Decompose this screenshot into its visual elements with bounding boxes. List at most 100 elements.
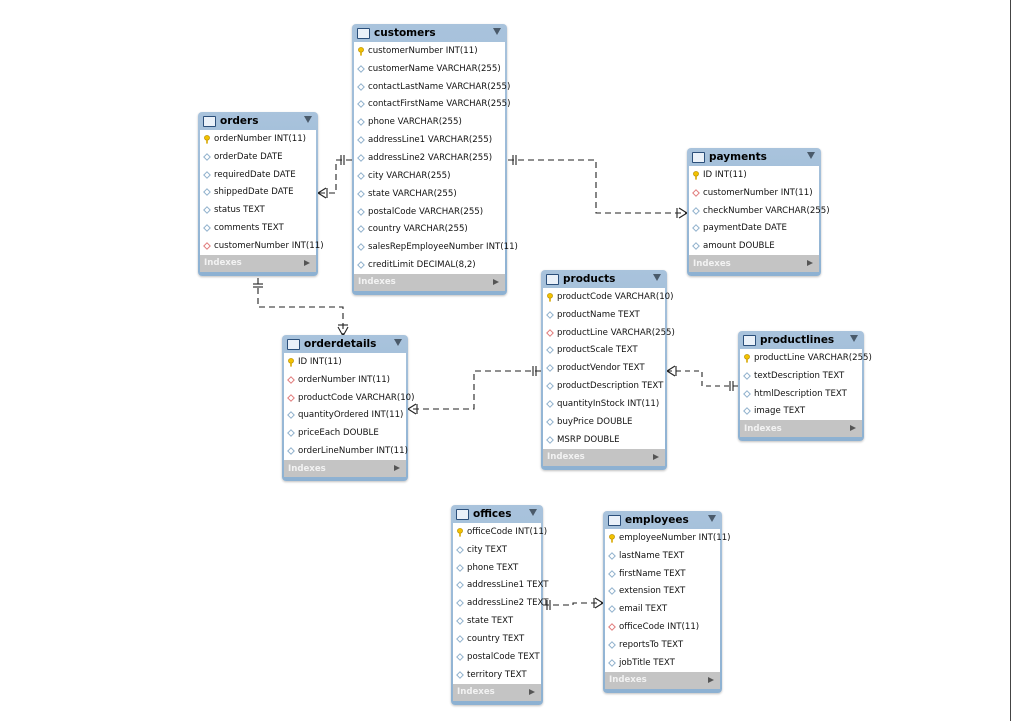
column-row[interactable]: quantityOrdered INT(11) — [284, 407, 406, 425]
expand-indexes-icon[interactable] — [850, 425, 856, 432]
column-row[interactable]: reportsTo TEXT — [605, 636, 720, 654]
column-row[interactable]: requiredDate DATE — [200, 166, 316, 184]
collapse-toggle-icon[interactable] — [653, 274, 661, 281]
column-row[interactable]: orderLineNumber INT(11) — [284, 442, 408, 460]
indexes-bar[interactable]: Indexes — [689, 255, 819, 273]
table-header[interactable]: productlines — [738, 331, 864, 349]
column-row[interactable]: addressLine2 TEXT — [453, 594, 549, 612]
table-header[interactable]: payments — [687, 148, 821, 166]
column-row[interactable]: extension TEXT — [605, 583, 720, 601]
expand-indexes-icon[interactable] — [653, 453, 659, 460]
indexes-bar[interactable]: Indexes — [605, 671, 720, 689]
column-row[interactable]: postalCode TEXT — [453, 648, 541, 666]
column-row[interactable]: amount DOUBLE — [689, 237, 819, 255]
collapse-toggle-icon[interactable] — [708, 515, 716, 522]
column-row[interactable]: htmlDescription TEXT — [740, 385, 862, 403]
collapse-toggle-icon[interactable] — [493, 28, 501, 35]
column-row[interactable]: checkNumber VARCHAR(255) — [689, 202, 830, 220]
column-row[interactable]: shippedDate DATE — [200, 184, 316, 202]
expand-indexes-icon[interactable] — [304, 259, 310, 266]
column-row[interactable]: status TEXT — [200, 201, 316, 219]
indexes-bar[interactable]: Indexes — [453, 683, 541, 701]
column-row[interactable]: textDescription TEXT — [740, 367, 862, 385]
column-row[interactable]: country VARCHAR(255) — [354, 220, 505, 238]
table-header[interactable]: offices — [451, 505, 543, 523]
column-row[interactable]: salesRepEmployeeNumber INT(11) — [354, 238, 518, 256]
column-row[interactable]: state TEXT — [453, 612, 541, 630]
column-row[interactable]: productName TEXT — [543, 306, 665, 324]
column-row[interactable]: city TEXT — [453, 541, 541, 559]
column-row[interactable]: customerNumber INT(11) — [689, 184, 819, 202]
column-row[interactable]: customerNumber INT(11) — [200, 237, 324, 255]
expand-indexes-icon[interactable] — [394, 465, 400, 472]
table-header[interactable]: customers — [352, 24, 507, 42]
column-row[interactable]: employeeNumber INT(11) — [605, 529, 731, 547]
table-header[interactable]: orders — [198, 112, 318, 130]
column-row[interactable]: productScale TEXT — [543, 342, 665, 360]
table-header[interactable]: products — [541, 270, 667, 288]
indexes-bar[interactable]: Indexes — [200, 254, 316, 272]
column-row[interactable]: ID INT(11) — [689, 166, 819, 184]
column-row[interactable]: priceEach DOUBLE — [284, 424, 406, 442]
column-row[interactable]: MSRP DOUBLE — [543, 431, 665, 449]
column-row[interactable]: country TEXT — [453, 630, 541, 648]
column-row[interactable]: productVendor TEXT — [543, 359, 665, 377]
column-row[interactable]: firstName TEXT — [605, 565, 720, 583]
column-row[interactable]: quantityInStock INT(11) — [543, 395, 665, 413]
indexes-bar[interactable]: Indexes — [543, 448, 665, 466]
collapse-toggle-icon[interactable] — [394, 339, 402, 346]
indexes-bar[interactable]: Indexes — [284, 460, 406, 478]
column-row[interactable]: addressLine1 TEXT — [453, 577, 549, 595]
collapse-toggle-icon[interactable] — [304, 116, 312, 123]
column-row[interactable]: ID INT(11) — [284, 353, 406, 371]
column-row[interactable]: phone VARCHAR(255) — [354, 113, 505, 131]
column-row[interactable]: customerNumber INT(11) — [354, 42, 505, 60]
table-header[interactable]: orderdetails — [282, 335, 408, 353]
column-row[interactable]: productCode VARCHAR(10) — [284, 389, 415, 407]
column-row[interactable]: orderNumber INT(11) — [200, 130, 316, 148]
column-row[interactable]: paymentDate DATE — [689, 220, 819, 238]
collapse-toggle-icon[interactable] — [850, 335, 858, 342]
column-row[interactable]: contactLastName VARCHAR(255) — [354, 78, 510, 96]
collapse-toggle-icon[interactable] — [529, 509, 537, 516]
expand-indexes-icon[interactable] — [807, 260, 813, 267]
indexes-bar[interactable]: Indexes — [740, 420, 862, 438]
column-row[interactable]: customerName VARCHAR(255) — [354, 60, 505, 78]
column-row[interactable]: territory TEXT — [453, 666, 541, 684]
column-row[interactable]: productCode VARCHAR(10) — [543, 288, 674, 306]
column-row[interactable]: lastName TEXT — [605, 547, 720, 565]
indexes-bar[interactable]: Indexes — [354, 273, 505, 291]
column-row[interactable]: email TEXT — [605, 600, 720, 618]
expand-indexes-icon[interactable] — [708, 676, 714, 683]
table-header[interactable]: employees — [603, 511, 722, 529]
column-row[interactable]: productLine VARCHAR(255) — [740, 349, 872, 367]
column-row[interactable]: addressLine2 VARCHAR(255) — [354, 149, 505, 167]
column-row[interactable]: postalCode VARCHAR(255) — [354, 203, 505, 221]
column-row[interactable]: state VARCHAR(255) — [354, 185, 505, 203]
column-row[interactable]: addressLine1 VARCHAR(255) — [354, 131, 505, 149]
column-row[interactable]: officeCode INT(11) — [453, 523, 547, 541]
column-row[interactable]: contactFirstName VARCHAR(255) — [354, 96, 511, 114]
column-row[interactable]: productLine VARCHAR(255) — [543, 324, 675, 342]
column-row[interactable]: buyPrice DOUBLE — [543, 413, 665, 431]
expand-indexes-icon[interactable] — [529, 688, 535, 695]
collapse-toggle-icon[interactable] — [807, 152, 815, 159]
column-row[interactable]: jobTitle TEXT — [605, 654, 720, 672]
column-row[interactable]: creditLimit DECIMAL(8,2) — [354, 256, 505, 274]
column-row[interactable]: productDescription TEXT — [543, 377, 665, 395]
column-row[interactable]: orderDate DATE — [200, 148, 316, 166]
column-row[interactable]: image TEXT — [740, 403, 862, 421]
column-row[interactable]: phone TEXT — [453, 559, 541, 577]
column-row[interactable]: comments TEXT — [200, 219, 316, 237]
column-row[interactable]: city VARCHAR(255) — [354, 167, 505, 185]
column-row[interactable]: officeCode INT(11) — [605, 618, 720, 636]
expand-indexes-icon[interactable] — [493, 278, 499, 285]
